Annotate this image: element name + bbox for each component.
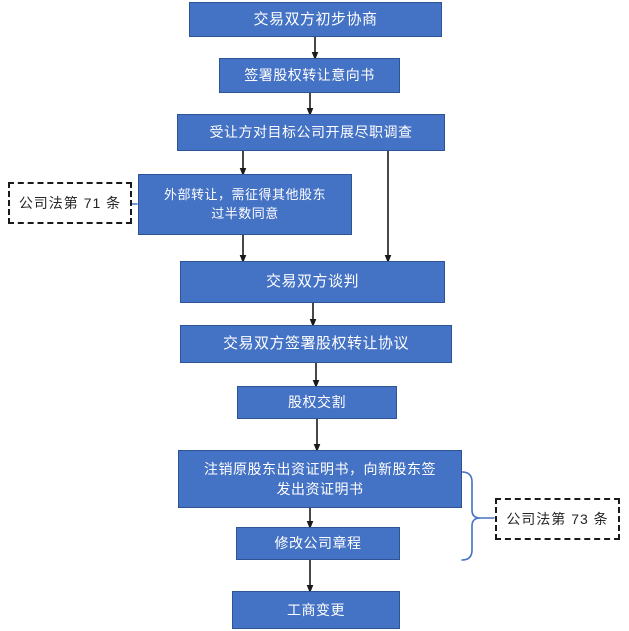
- process-node-n9[interactable]: 修改公司章程: [236, 527, 400, 560]
- legal-note-note1[interactable]: 公司法第 71 条: [8, 182, 132, 224]
- process-node-n3[interactable]: 受让方对目标公司开展尽职调查: [177, 114, 445, 151]
- brace: [461, 471, 481, 561]
- process-node-n10[interactable]: 工商变更: [232, 591, 400, 629]
- process-node-n6[interactable]: 交易双方签署股权转让协议: [180, 325, 452, 363]
- process-node-n4[interactable]: 外部转让，需征得其他股东 过半数同意: [138, 174, 352, 235]
- process-node-n2[interactable]: 签署股权转让意向书: [219, 58, 400, 93]
- process-node-n5[interactable]: 交易双方谈判: [180, 261, 445, 303]
- legal-note-note2[interactable]: 公司法第 73 条: [495, 498, 620, 540]
- process-node-n1[interactable]: 交易双方初步协商: [189, 2, 442, 37]
- process-node-n7[interactable]: 股权交割: [237, 386, 397, 419]
- process-node-n8[interactable]: 注销原股东出资证明书，向新股东签 发出资证明书: [178, 450, 462, 508]
